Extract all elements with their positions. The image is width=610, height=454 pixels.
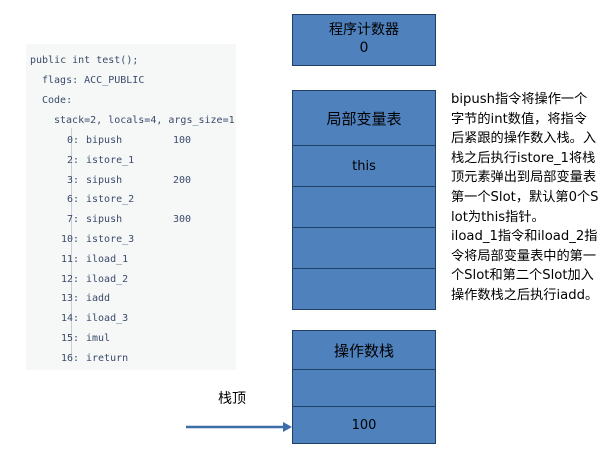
instruction-row: 13: iadd bbox=[26, 290, 226, 308]
instruction-opcode: imul bbox=[86, 333, 111, 344]
instruction-offset: 15: bbox=[60, 333, 79, 344]
instruction-row: 2: istore_1 bbox=[26, 152, 226, 170]
instruction-row: 10: istore_3 bbox=[26, 231, 226, 249]
instruction-opcode: istore_3 bbox=[86, 234, 135, 245]
instruction-opcode: istore_1 bbox=[86, 154, 135, 166]
description-text: bipush指令将操作一个字节的int数值，将指令后紧跟的操作数入栈。入栈之后执… bbox=[451, 90, 599, 306]
instruction-offset: 10: bbox=[60, 234, 79, 245]
instruction-opcode: sipush bbox=[86, 214, 123, 226]
local-variable-table-title: 局部变量表 bbox=[292, 90, 436, 146]
instruction-offset: 0: bbox=[66, 135, 79, 146]
program-counter-value: 0 bbox=[359, 40, 369, 56]
local-variable-slot-2 bbox=[292, 227, 436, 269]
operand-stack-title: 操作数栈 bbox=[292, 330, 436, 370]
instruction-offset: 14: bbox=[60, 313, 79, 325]
instruction-opcode: iload_1 bbox=[86, 253, 129, 265]
description-paragraph-1: bipush指令将操作一个字节的int数值，将指令后紧跟的操作数入栈。入栈之后执… bbox=[451, 92, 599, 225]
instruction-row: 7: sipush 300 bbox=[26, 211, 226, 229]
program-counter-box: 程序计数器 0 bbox=[292, 14, 436, 66]
indent-guide bbox=[71, 128, 72, 362]
method-signature: public int test(); bbox=[30, 55, 139, 66]
instruction-opcode: istore_2 bbox=[86, 194, 135, 206]
instruction-offset: 13: bbox=[60, 293, 79, 305]
instruction-offset: 6: bbox=[66, 194, 79, 206]
instruction-operand: 200 bbox=[173, 174, 192, 186]
instruction-opcode: sipush bbox=[86, 174, 123, 186]
instruction-offset: 3: bbox=[66, 174, 79, 186]
instruction-operand: 100 bbox=[173, 135, 192, 146]
instruction-row: 16: ireturn bbox=[26, 350, 226, 368]
instruction-row: 6: istore_2 bbox=[26, 191, 226, 209]
stack-top-label: 栈顶 bbox=[218, 391, 246, 407]
stack-top-arrow bbox=[186, 422, 292, 432]
program-counter-title: 程序计数器 bbox=[329, 22, 399, 38]
code-label: Code: bbox=[42, 95, 73, 106]
instruction-opcode: ireturn bbox=[86, 352, 129, 364]
stack-info: stack=2, locals=4, args_size=1 bbox=[54, 115, 235, 126]
description-paragraph-2: iload_1指令和iload_2指令将局部变量表中的第一个Slot和第二个Sl… bbox=[451, 229, 599, 303]
instruction-row: 12: iload_2 bbox=[26, 271, 226, 289]
instruction-offset: 7: bbox=[66, 214, 79, 226]
local-variable-slot-1 bbox=[292, 186, 436, 228]
instruction-row: 0: bipush 100 bbox=[26, 132, 226, 150]
instruction-offset: 2: bbox=[66, 154, 79, 166]
instruction-row: 11: iload_1 bbox=[26, 251, 226, 269]
operand-stack-slot-1: 100 bbox=[292, 406, 436, 444]
instruction-offset: 11: bbox=[60, 253, 79, 265]
local-variable-slot-3 bbox=[292, 268, 436, 310]
bytecode-panel: public int test(); flags: ACC_PUBLIC Cod… bbox=[26, 44, 236, 370]
instruction-offset: 16: bbox=[60, 352, 79, 364]
instruction-row: 14: iload_3 bbox=[26, 310, 226, 328]
instruction-row: 3: sipush 200 bbox=[26, 172, 226, 190]
instruction-opcode: iadd bbox=[86, 293, 111, 305]
instruction-opcode: iload_3 bbox=[86, 313, 129, 325]
local-variable-slot-0: this bbox=[292, 145, 436, 187]
instruction-opcode: iload_2 bbox=[86, 273, 129, 285]
instruction-row: 15: imul bbox=[26, 330, 226, 348]
instruction-offset: 12: bbox=[60, 273, 79, 285]
instruction-opcode: bipush bbox=[86, 135, 123, 146]
operand-stack-slot-0 bbox=[292, 369, 436, 407]
method-flags: flags: ACC_PUBLIC bbox=[42, 75, 145, 86]
instruction-operand: 300 bbox=[173, 214, 192, 226]
